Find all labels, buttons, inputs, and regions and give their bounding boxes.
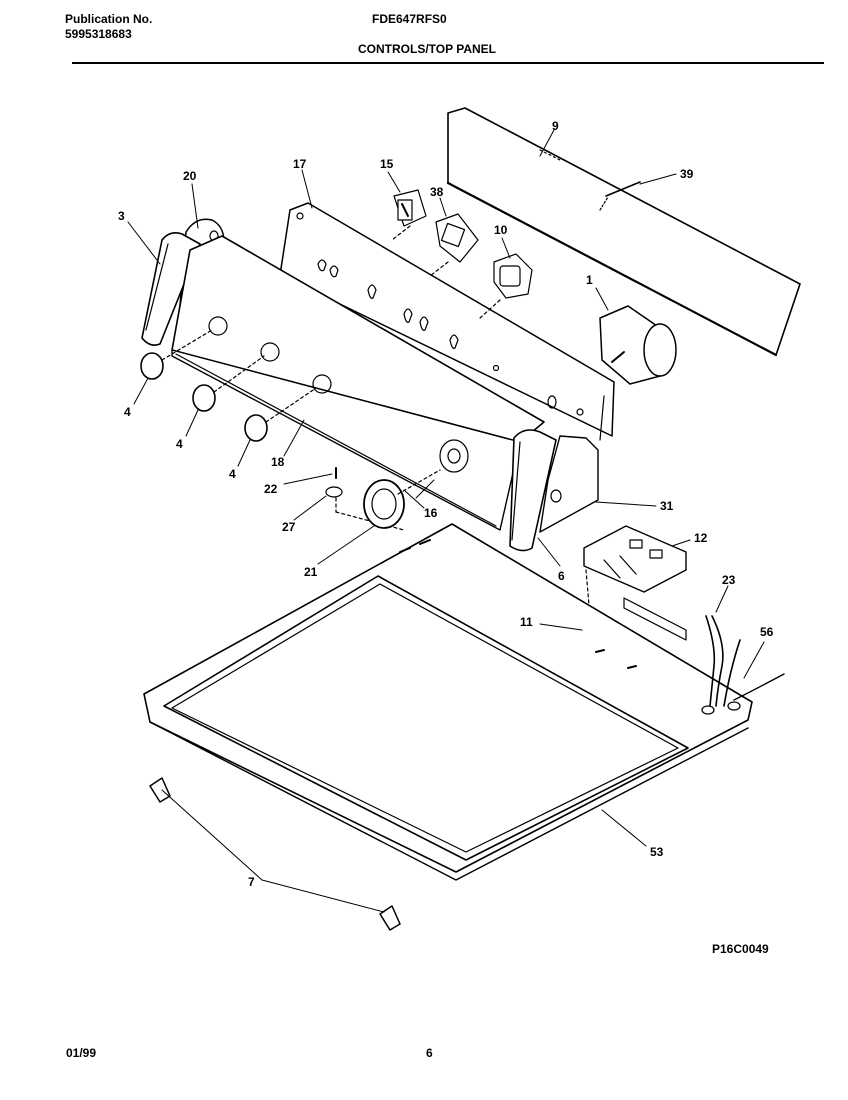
model-number: FDE647RFS0 [372,12,447,26]
part-label: 4 [124,405,131,419]
part-label: 3 [118,209,125,223]
part-label: 6 [558,569,565,583]
part-label: 9 [552,119,559,133]
part-label: 31 [660,499,674,513]
selector-switch-part [429,213,479,277]
switch-part [391,189,427,241]
timer-part [599,305,677,385]
part-label: 20 [183,169,197,183]
temp-switch-part [479,253,533,319]
top-panel [143,523,753,881]
control-backing-plate [279,202,615,437]
page-number: 6 [426,1046,433,1060]
right-end-cap [509,429,557,552]
part-label: 16 [424,506,438,520]
part-label: 4 [176,437,183,451]
section-title: CONTROLS/TOP PANEL [358,42,497,56]
part-label: 21 [304,565,318,579]
part-label: 17 [293,157,307,171]
part-label: 1 [586,273,593,287]
wire-harness [705,615,785,707]
small-fasteners [325,467,405,531]
knob-part [140,329,317,442]
part-label: 56 [760,625,774,639]
part-label: 4 [229,467,236,481]
main-knob [363,469,441,529]
screw-part [599,181,641,211]
part-label: 10 [494,223,508,237]
part-label: 39 [680,167,694,181]
leader-lines [127,129,765,913]
part-label: 15 [380,157,394,171]
publication-number: 5995318683 [65,27,132,41]
part-label: 23 [722,573,736,587]
control-board [583,525,687,641]
part-label: 38 [430,185,444,199]
part-label: 18 [271,455,285,469]
figure-code: P16C0049 [712,942,769,956]
part-label: 12 [694,531,708,545]
publication-label: Publication No. [65,12,153,26]
right-end-bracket [539,395,605,533]
part-label: 53 [650,845,664,859]
left-end-cap [141,232,201,346]
part-label: 27 [282,520,296,534]
part-label: 11 [520,615,533,629]
footer-date: 01/99 [66,1046,97,1060]
rear-panel [446,107,801,357]
part-labels: 9 39 1 10 38 15 17 20 3 4 4 4 18 22 27 2… [118,119,774,889]
part-label: 22 [264,482,278,496]
header-rule [72,62,824,64]
lid-hinges [149,777,401,931]
part-label: 7 [248,875,255,889]
